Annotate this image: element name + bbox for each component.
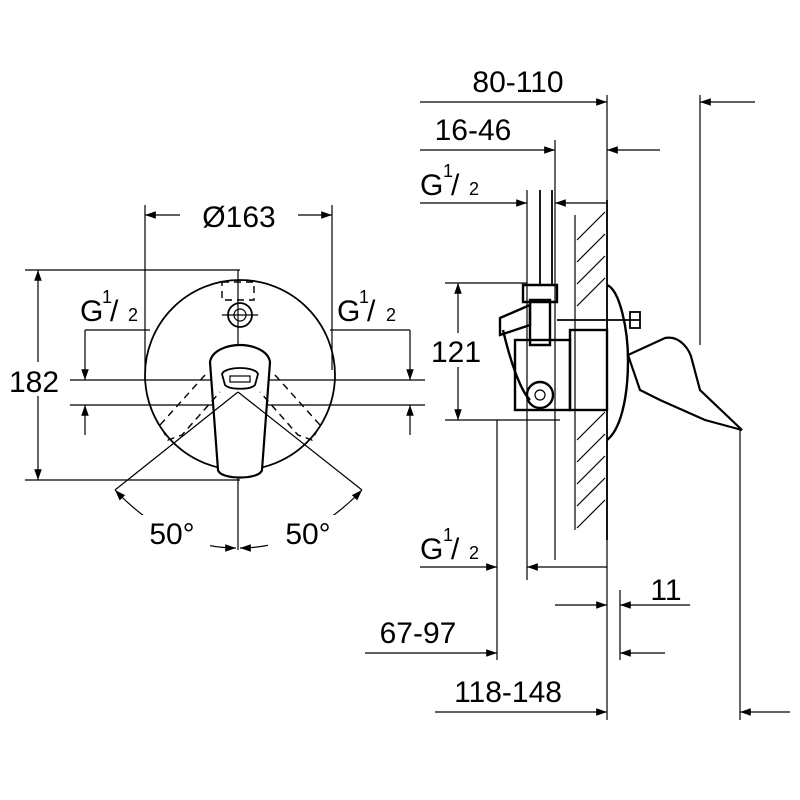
lever-side	[626, 336, 743, 432]
svg-text:/: /	[451, 533, 460, 566]
svg-text:1: 1	[102, 287, 112, 307]
thread-right-label: G 1 / 2	[337, 287, 396, 328]
thread-bottom-label: G 1 / 2	[420, 525, 479, 566]
angle-left-label: 50°	[149, 518, 194, 551]
svg-text:2: 2	[128, 305, 138, 325]
lever-handle	[208, 343, 272, 479]
side-view: 80-110 16-46 G 1 / 2 121 G 1 / 2	[365, 66, 790, 720]
diverter-knob	[221, 281, 258, 328]
svg-text:G: G	[420, 169, 443, 202]
svg-text:2: 2	[386, 305, 396, 325]
svg-text:G: G	[80, 295, 103, 328]
dim-121-label: 121	[431, 336, 481, 369]
dim-11-label: 11	[650, 574, 681, 607]
dim-16-46-label: 16-46	[435, 114, 512, 147]
valve-body	[498, 190, 641, 412]
svg-text:1: 1	[359, 287, 369, 307]
wall-section	[574, 200, 608, 540]
lever-ghost-left	[159, 374, 221, 441]
angle-right-label: 50°	[285, 518, 330, 551]
height-label: 182	[9, 366, 59, 399]
svg-text:2: 2	[469, 179, 479, 199]
angle-line-left	[114, 391, 239, 491]
thread-left-label: G 1 / 2	[80, 287, 138, 328]
escutcheon-side	[606, 283, 630, 441]
svg-text:/: /	[451, 169, 460, 202]
front-view: Ø163 182 G 1 / 2 G 1 / 2 50°	[2, 198, 425, 552]
diameter-label: Ø163	[202, 201, 275, 234]
svg-text:/: /	[367, 295, 376, 328]
dim-67-97-label: 67-97	[380, 617, 457, 650]
svg-text:/: /	[110, 295, 119, 328]
svg-text:1: 1	[443, 525, 453, 545]
thread-top-label: G 1 / 2	[420, 161, 479, 202]
dim-118-148-label: 118-148	[454, 676, 562, 709]
svg-text:G: G	[337, 295, 360, 328]
svg-text:2: 2	[469, 543, 479, 563]
angle-line-right	[237, 391, 363, 491]
lever-ghost-right	[259, 374, 321, 441]
svg-text:1: 1	[443, 161, 453, 181]
dim-80-110-label: 80-110	[472, 66, 563, 99]
svg-text:G: G	[420, 533, 443, 566]
outlet-fitting	[525, 380, 555, 410]
